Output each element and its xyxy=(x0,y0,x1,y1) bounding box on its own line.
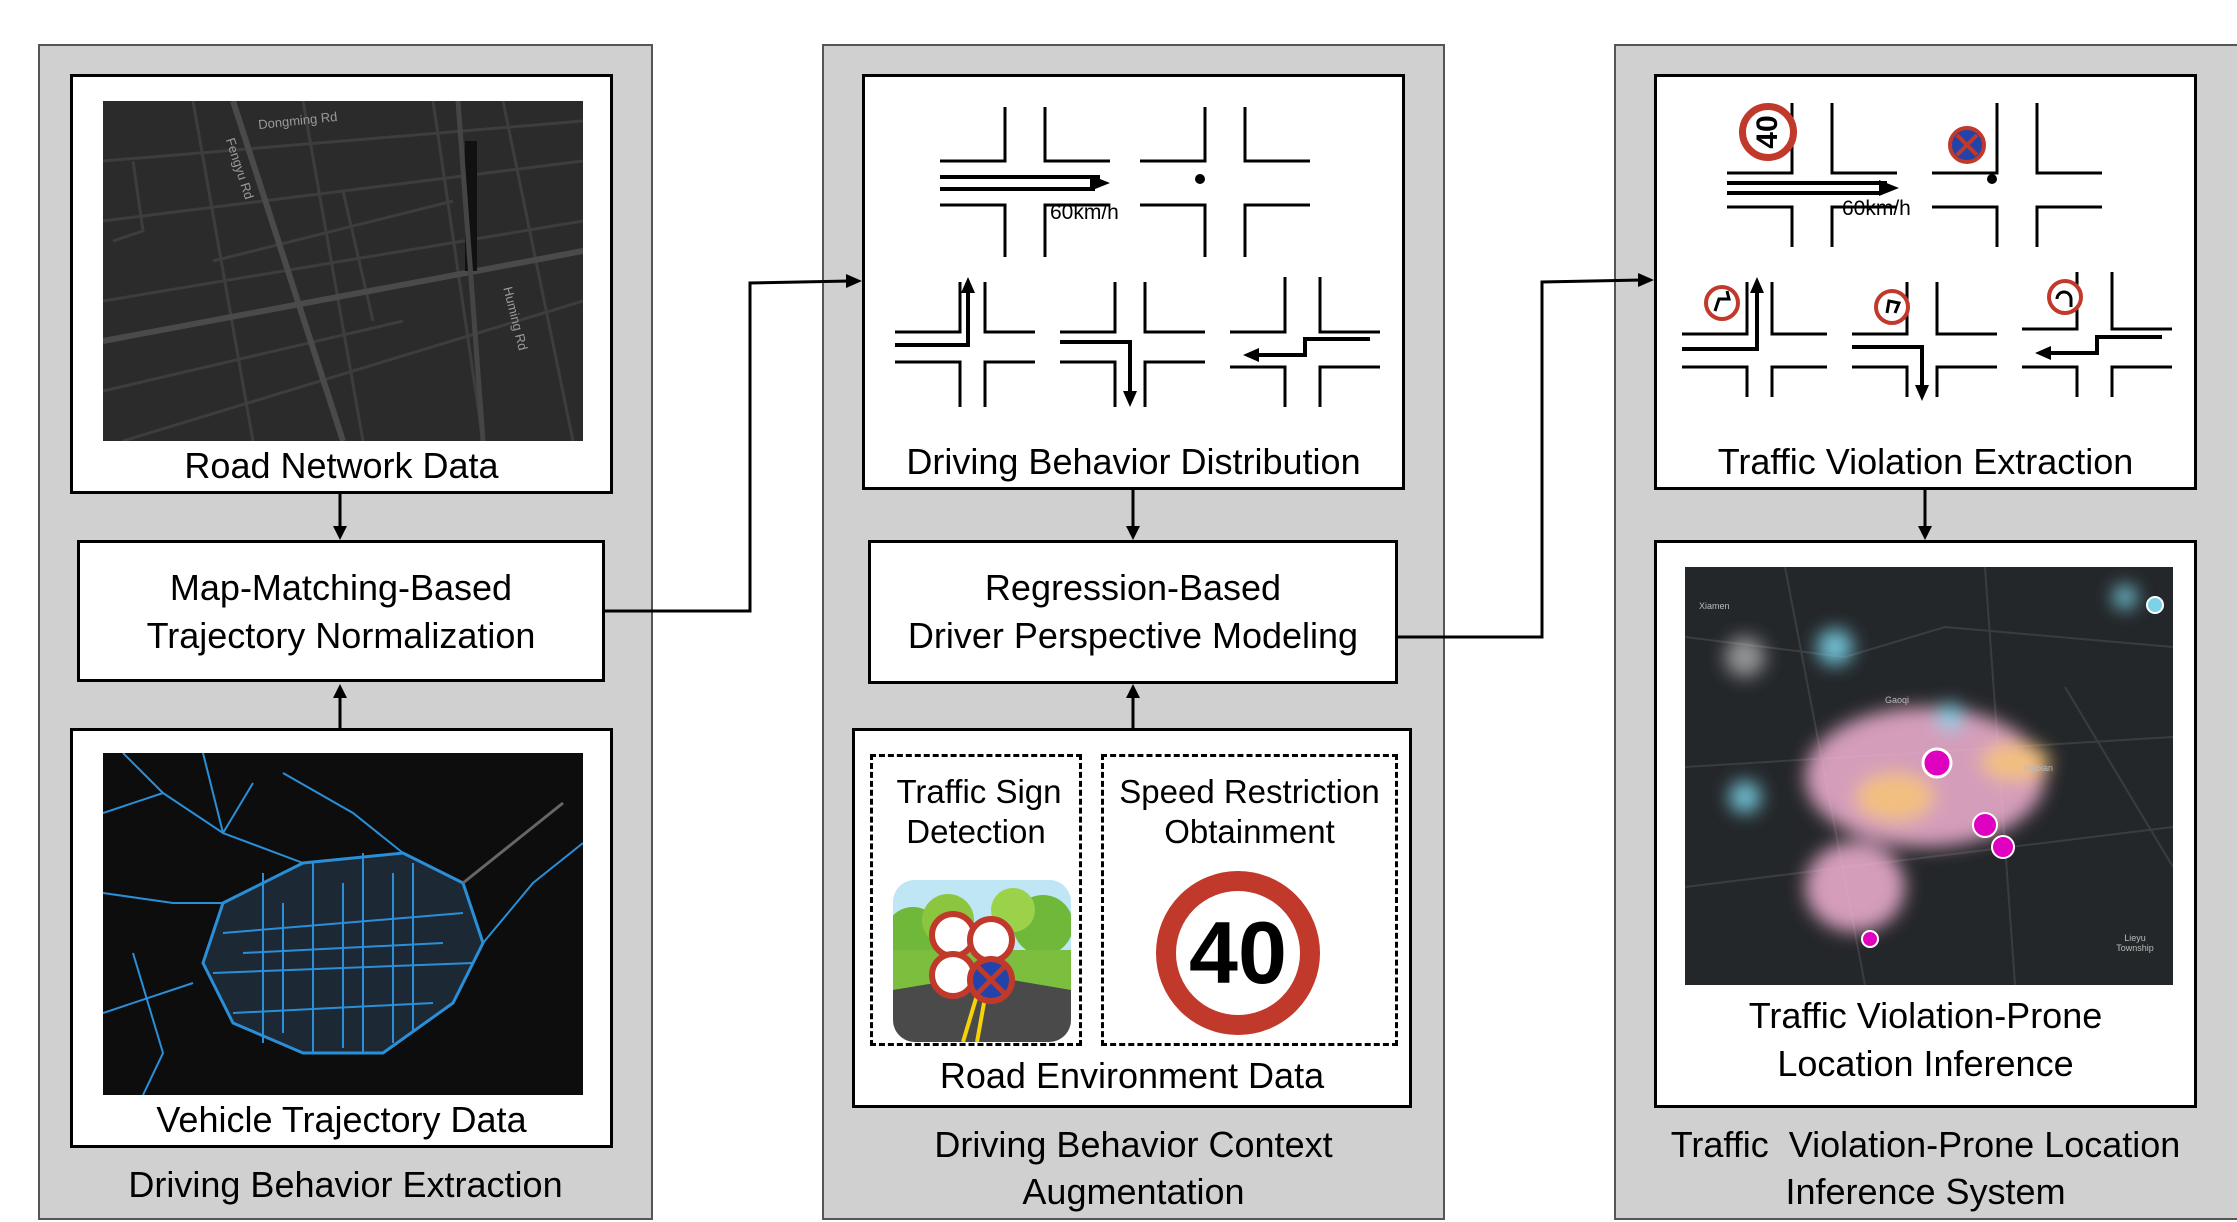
context-augmentation-title-line1: Driving Behavior Context xyxy=(934,1124,1333,1165)
inference-system-title-line1: Traffic Violation-Prone Location xyxy=(1670,1124,2181,1165)
sign-detection-line1: Traffic Sign xyxy=(896,773,1062,810)
speed-restriction-box: Speed Restriction Obtainment 40 xyxy=(1101,754,1398,1046)
violation-speed-sign: 40 xyxy=(1739,103,1797,161)
violation-speed-text: 60km/h xyxy=(1842,197,1911,220)
map-matching-line2: Trajectory Normalization xyxy=(146,615,536,656)
map-place-xiabian: Xiabian xyxy=(2023,763,2054,773)
speed-text: 60km/h xyxy=(1050,201,1119,224)
speed-limit-value: 40 xyxy=(1189,903,1287,1002)
road-network-map: Dongming Rd Fengyu Rd Huming Rd xyxy=(103,101,583,441)
map-matching-box: Map-Matching-Based Trajectory Normalizat… xyxy=(77,540,605,682)
map-place-xiamen: Xiamen xyxy=(1699,601,1730,611)
road-network-label: Road Network Data xyxy=(184,445,499,486)
sign-detection-box: Traffic Sign Detection xyxy=(870,754,1082,1046)
regression-line1: Regression-Based xyxy=(984,567,1282,608)
violation-speed-sign-value: 40 xyxy=(1751,115,1784,149)
map-matching-line1: Map-Matching-Based xyxy=(169,567,513,608)
behavior-intersections-graphic xyxy=(895,107,1380,407)
speed-restriction-line1: Speed Restriction xyxy=(1119,773,1380,810)
violation-extraction-box: 40 60km/h Traffic Violation Extraction xyxy=(1654,74,2197,490)
road-environment-box: Traffic Sign Detection Speed Restriction… xyxy=(852,728,1412,1108)
road-network-box: Dongming Rd Fengyu Rd Huming Rd Road Net… xyxy=(70,74,613,494)
road-environment-label: Road Environment Data xyxy=(939,1055,1325,1096)
location-inference-box: Xiamen Gaoqi Xiabian Lieyu Township Traf… xyxy=(1654,540,2197,1108)
violation-extraction-label: Traffic Violation Extraction xyxy=(1717,441,2134,482)
driving-behavior-distribution-label: Driving Behavior Distribution xyxy=(906,441,1361,482)
location-inference-line2: Location Inference xyxy=(1777,1043,2074,1084)
map-place-lieyu: Lieyu Township xyxy=(2116,933,2154,953)
vehicle-trajectory-box: Vehicle Trajectory Data xyxy=(70,728,613,1148)
sign-detection-line2: Detection xyxy=(906,813,1046,850)
road-scene-image xyxy=(893,880,1071,1042)
map-place-gaoqi: Gaoqi xyxy=(1885,695,1910,705)
violation-heatmap: Xiamen Gaoqi Xiabian Lieyu Township xyxy=(1685,567,2173,985)
driving-behavior-distribution-box: 60km/h Driving Behavior Distribution xyxy=(862,74,1405,490)
location-inference-line1: Traffic Violation-Prone xyxy=(1748,995,2103,1036)
inference-system-title-line2: Inference System xyxy=(1785,1171,2066,1212)
regression-line2: Driver Perspective Modeling xyxy=(907,615,1359,656)
trajectory-map xyxy=(103,753,583,1095)
violation-intersections-graphic xyxy=(1682,103,2172,401)
regression-box: Regression-Based Driver Perspective Mode… xyxy=(868,540,1398,684)
driving-behavior-extraction-title: Driving Behavior Extraction xyxy=(128,1164,563,1205)
speed-restriction-line2: Obtainment xyxy=(1164,813,1335,850)
vehicle-trajectory-label: Vehicle Trajectory Data xyxy=(156,1099,527,1140)
speed-limit-sign: 40 xyxy=(1156,871,1320,1035)
context-augmentation-title-line2: Augmentation xyxy=(1022,1171,1245,1212)
